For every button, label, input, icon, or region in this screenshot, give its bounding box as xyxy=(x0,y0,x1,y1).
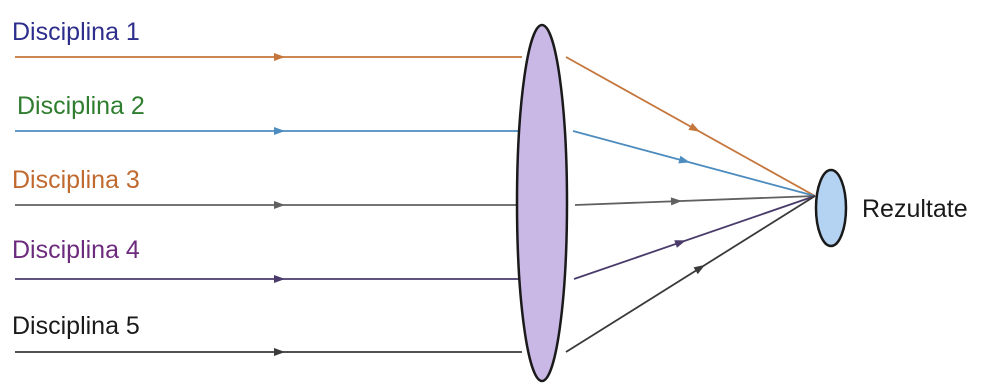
lens-shape xyxy=(517,25,567,381)
discipline-label-2: Disciplina 2 xyxy=(17,92,145,120)
discipline-label-4: Disciplina 4 xyxy=(12,236,140,264)
discipline-label-3: Disciplina 3 xyxy=(12,166,140,194)
result-ellipse xyxy=(816,170,846,246)
result-label: Rezultate xyxy=(862,195,968,223)
discipline-label-5: Disciplina 5 xyxy=(12,312,140,340)
discipline-label-1: Disciplina 1 xyxy=(12,18,140,46)
